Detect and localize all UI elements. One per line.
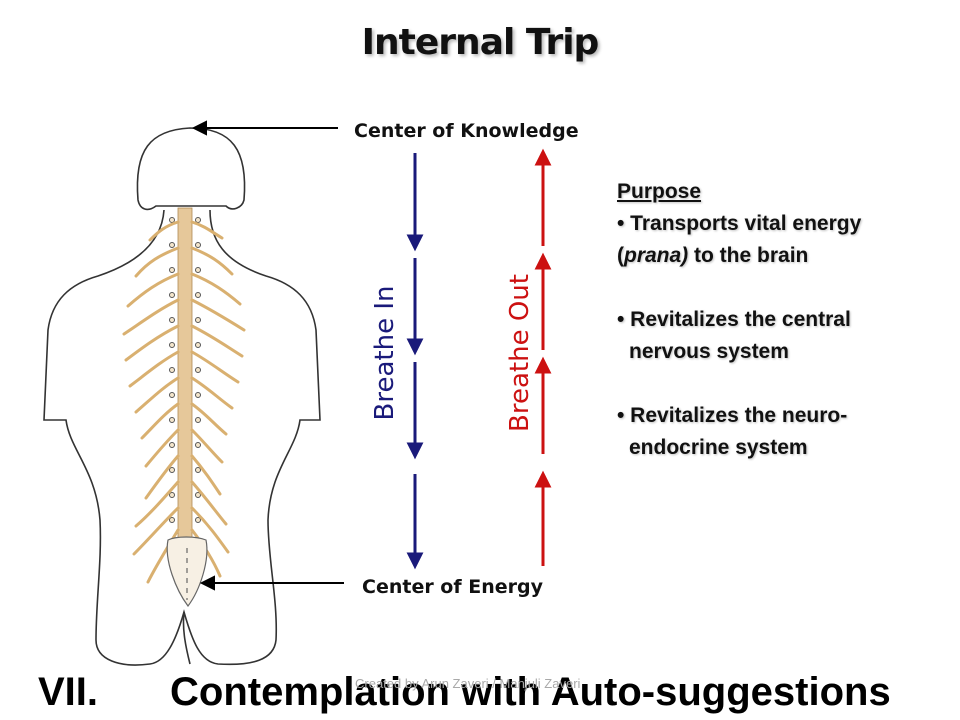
section-number: VII.: [38, 670, 99, 714]
spinal-cord: [122, 207, 246, 608]
bullet-2-line-2: nervous system: [629, 340, 789, 363]
seat-line: [182, 611, 191, 665]
bullet-3-line-1: • Revitalizes the neuro-: [617, 404, 848, 427]
bullet-1-line-2: (prana) to the brain: [617, 240, 947, 272]
bullet-1-prana: prana): [624, 244, 689, 267]
breathe-in-label: Breathe In: [370, 285, 400, 421]
breathe-out-label: Breathe Out: [505, 274, 535, 432]
body-outline: [43, 127, 321, 666]
breathe-out-arrows: [534, 148, 552, 566]
bullet-3-line-2: endocrine system: [629, 436, 808, 459]
bullet-1-line-1: • Transports vital energy: [617, 212, 862, 235]
credit-watermark: Created by Arun Zaveri / Manjuli Zaveri: [355, 676, 581, 691]
head-outline: [136, 127, 246, 211]
pointer-arrow-knowledge: [191, 120, 338, 136]
section-title: Contemplation with Auto-suggestions: [170, 670, 891, 714]
bullet-1-rest: to the brain: [688, 244, 809, 267]
bullet-1-paren: (: [617, 244, 624, 267]
center-of-knowledge-label: Center of Knowledge: [354, 120, 579, 142]
section-footer: VII. Contemplation with Auto-suggestions: [38, 670, 891, 715]
breathe-in-arrows: [406, 153, 424, 570]
purpose-heading: Purpose: [617, 180, 702, 203]
bullet-2-line-1: • Revitalizes the central: [617, 308, 851, 331]
pointer-arrow-energy: [199, 575, 344, 591]
center-of-energy-label: Center of Energy: [362, 576, 543, 598]
purpose-panel: Purpose • Transports vital energy (prana…: [617, 176, 947, 464]
slide-title: Internal Trip: [361, 22, 600, 63]
